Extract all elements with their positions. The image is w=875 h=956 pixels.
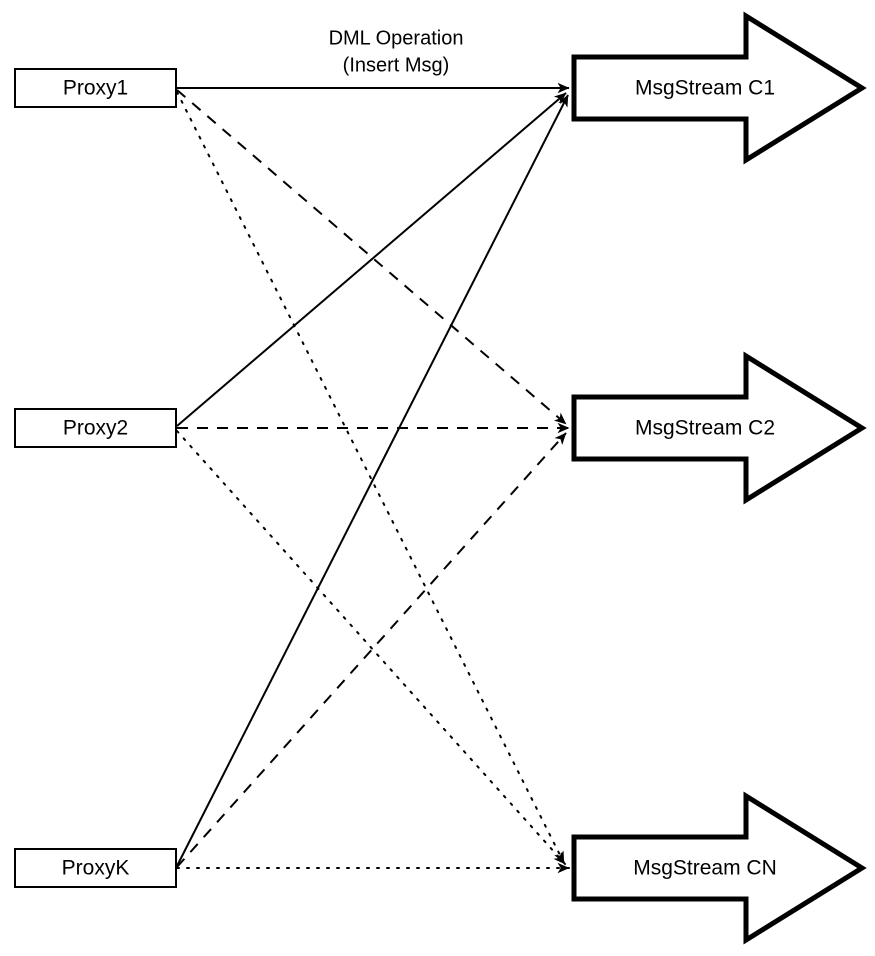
edge-proxyk-c2 <box>176 432 567 868</box>
proxy-box-proxy2 <box>14 408 177 448</box>
edge-proxy2-cn <box>176 430 566 865</box>
edge-proxy1-cn <box>176 91 565 864</box>
proxy-box-proxyk <box>14 848 177 888</box>
edge-label-insert-msg: (Insert Msg) <box>343 54 450 76</box>
proxy-node-proxyk[interactable]: ProxyK <box>14 848 177 888</box>
proxy-node-proxy2[interactable]: Proxy2 <box>14 408 177 448</box>
proxy-label-proxy2: Proxy2 <box>63 417 128 440</box>
msgstream-label-stream_c2: MsgStream C2 <box>635 417 775 440</box>
streams-layer: MsgStream C1 MsgStream C2 MsgStream CN <box>571 11 867 945</box>
msgstream-node-stream_cn[interactable]: MsgStream CN <box>571 791 867 945</box>
msgstream-arrow-shape-stream_c1 <box>571 11 867 165</box>
edge-proxyk-c1 <box>176 94 569 867</box>
msgstream-label-stream_c1: MsgStream C1 <box>635 77 775 100</box>
proxy-label-proxyk: ProxyK <box>62 857 130 880</box>
msgstream-label-stream_cn: MsgStream CN <box>633 857 777 880</box>
msgstream-arrow-shape-stream_c2 <box>571 351 867 505</box>
msgstream-node-stream_c1[interactable]: MsgStream C1 <box>571 11 867 165</box>
edges-layer <box>176 82 570 874</box>
msgstream-arrow-shape-stream_cn <box>571 791 867 945</box>
proxy-box-proxy1 <box>14 68 177 108</box>
edge-proxy1-c2 <box>176 89 567 425</box>
msgstream-node-stream_c2[interactable]: MsgStream C2 <box>571 351 867 505</box>
proxy-node-proxy1[interactable]: Proxy1 <box>14 68 177 108</box>
edge-proxy2-c1 <box>176 92 567 427</box>
edge-label-dml-operation: DML Operation <box>329 27 464 49</box>
proxy-label-proxy1: Proxy1 <box>63 77 128 100</box>
